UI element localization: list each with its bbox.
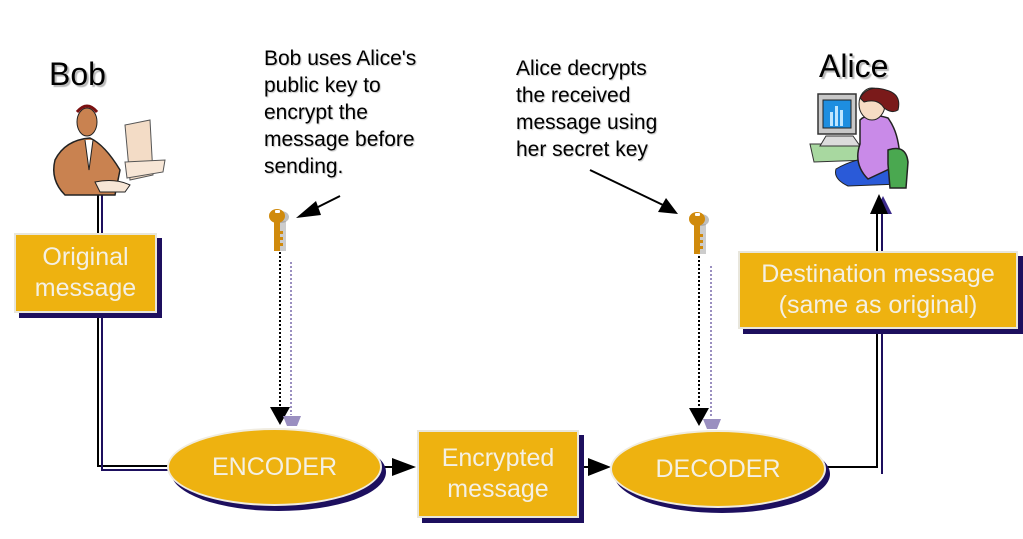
decoder-to-alice-line	[826, 194, 892, 474]
encrypt-note-line: encrypt the	[264, 101, 368, 124]
encrypt-note-line: sending.	[264, 155, 344, 178]
encoder-to-encrypted-arrow	[382, 458, 416, 476]
encrypted-message-line: Encrypted	[441, 444, 555, 472]
encoder-node: ENCODER	[167, 428, 382, 506]
original-message-line: Original	[42, 243, 129, 271]
encrypt-note-line: public key to	[264, 74, 381, 97]
decrypt-note-line: Alice decrypts	[516, 57, 647, 80]
destination-message-line: (same as original)	[778, 291, 978, 319]
destination-message-box: Destination message (same as original)	[738, 251, 1018, 329]
encrypted-message-box: Encrypted message	[417, 430, 579, 518]
sender-name: Bob	[49, 56, 106, 92]
bob-to-encoder-line	[97, 182, 170, 471]
woman-at-computer-icon	[809, 87, 909, 189]
public-key-dotted-arrow	[270, 252, 301, 426]
decoder-label: DECODER	[655, 454, 781, 483]
destination-message-line: Destination message	[761, 260, 995, 288]
encrypt-note: Bob uses Alice's public key to encrypt t…	[264, 45, 416, 180]
original-message-line: message	[34, 274, 137, 302]
secret-key-dotted-arrow	[689, 252, 721, 429]
original-message-box: Original message	[14, 233, 157, 313]
decrypt-note-pointer	[589, 169, 678, 214]
decrypt-note: Alice decrypts the received message usin…	[516, 55, 657, 163]
encrypted-to-decoder-arrow	[580, 458, 611, 476]
man-at-computer-icon	[53, 104, 166, 196]
decrypt-note-line: message using	[516, 111, 658, 134]
encrypt-note-line: message before	[264, 128, 415, 151]
encrypt-note-line: Bob uses Alice's	[264, 47, 417, 70]
decrypt-note-line: her secret key	[516, 138, 648, 161]
secret-key-icon	[689, 212, 709, 254]
encoder-label: ENCODER	[211, 452, 337, 481]
decrypt-note-line: the received	[516, 84, 631, 107]
decoder-node: DECODER	[610, 430, 826, 508]
public-key-icon	[269, 209, 289, 251]
encrypted-message-line: message	[447, 475, 549, 503]
receiver-name: Alice	[819, 48, 889, 84]
encrypt-note-pointer	[296, 195, 341, 218]
